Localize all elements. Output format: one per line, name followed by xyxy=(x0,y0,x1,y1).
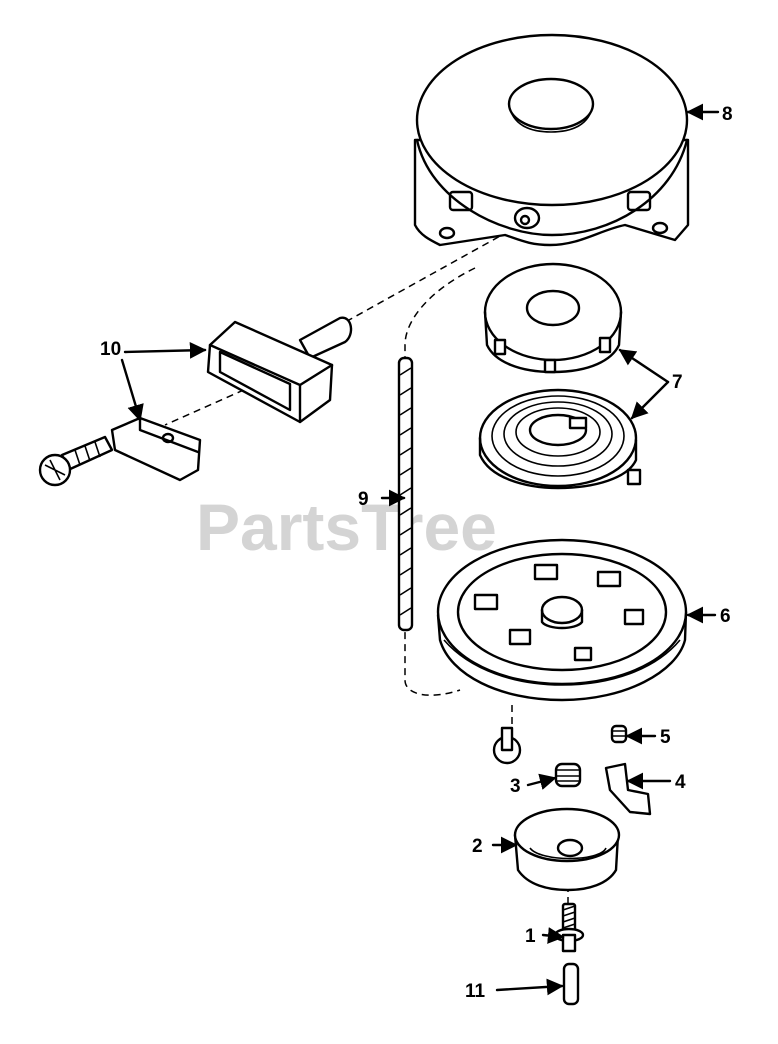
watermark-text: PartsTree xyxy=(196,490,497,564)
callout-2: 2 xyxy=(472,836,483,857)
part-11-pin xyxy=(562,962,580,1006)
leader-arrows xyxy=(120,103,720,996)
part-10-retainer-and-screw xyxy=(38,416,202,487)
callout-4: 4 xyxy=(675,772,686,793)
part-10-handle xyxy=(206,316,353,424)
callout-7: 7 xyxy=(672,372,683,393)
part-6-pulley xyxy=(436,538,688,702)
callout-3: 3 xyxy=(510,776,521,797)
part-7-recoil-spring xyxy=(478,388,642,490)
part-9-starter-rope xyxy=(397,356,414,632)
part-1-center-screw xyxy=(553,902,585,953)
callout-6: 6 xyxy=(720,606,731,627)
pulley-screw xyxy=(492,726,522,765)
part-7-spring-cup xyxy=(483,262,623,374)
callout-8: 8 xyxy=(722,104,733,125)
part-4-pawl xyxy=(604,762,652,816)
callout-9: 9 xyxy=(358,489,369,510)
callout-10: 10 xyxy=(100,339,121,360)
part-5-small-spring xyxy=(610,724,628,744)
callout-11: 11 xyxy=(465,981,486,1002)
part-3-spring xyxy=(554,762,582,788)
part-8-starter-housing xyxy=(413,33,690,247)
callout-5: 5 xyxy=(660,727,671,748)
part-2-retainer-cup xyxy=(513,807,621,892)
callout-1: 1 xyxy=(525,926,536,947)
